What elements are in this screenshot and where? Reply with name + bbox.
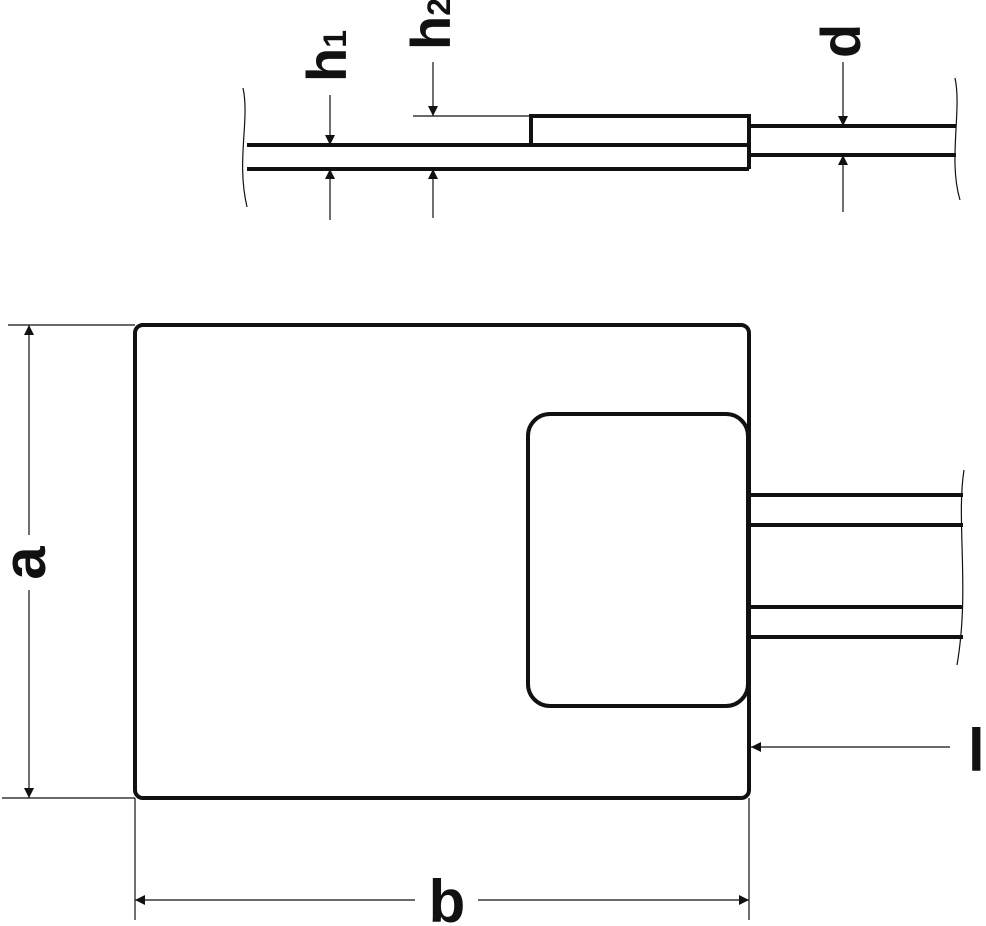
top-view-housing-outline: [133, 323, 751, 800]
side-view-break-line-right: [954, 77, 961, 201]
label-h2: h2: [399, 0, 462, 50]
top-view-component-outline: [526, 412, 750, 708]
label-d: d: [809, 24, 872, 58]
side-view-break-line-left: [242, 87, 248, 208]
top-view-break-line: [956, 469, 965, 666]
label-l: l: [968, 717, 985, 784]
label-a: a: [0, 546, 58, 580]
side-view-component-profile: [529, 114, 751, 147]
dimension-b: [134, 798, 750, 920]
dimension-h2: [413, 62, 531, 218]
top-view: [133, 323, 965, 800]
label-b: b: [429, 868, 466, 926]
label-h1: h1: [295, 30, 358, 82]
dimension-a: [2, 324, 135, 799]
side-view: [242, 77, 961, 208]
